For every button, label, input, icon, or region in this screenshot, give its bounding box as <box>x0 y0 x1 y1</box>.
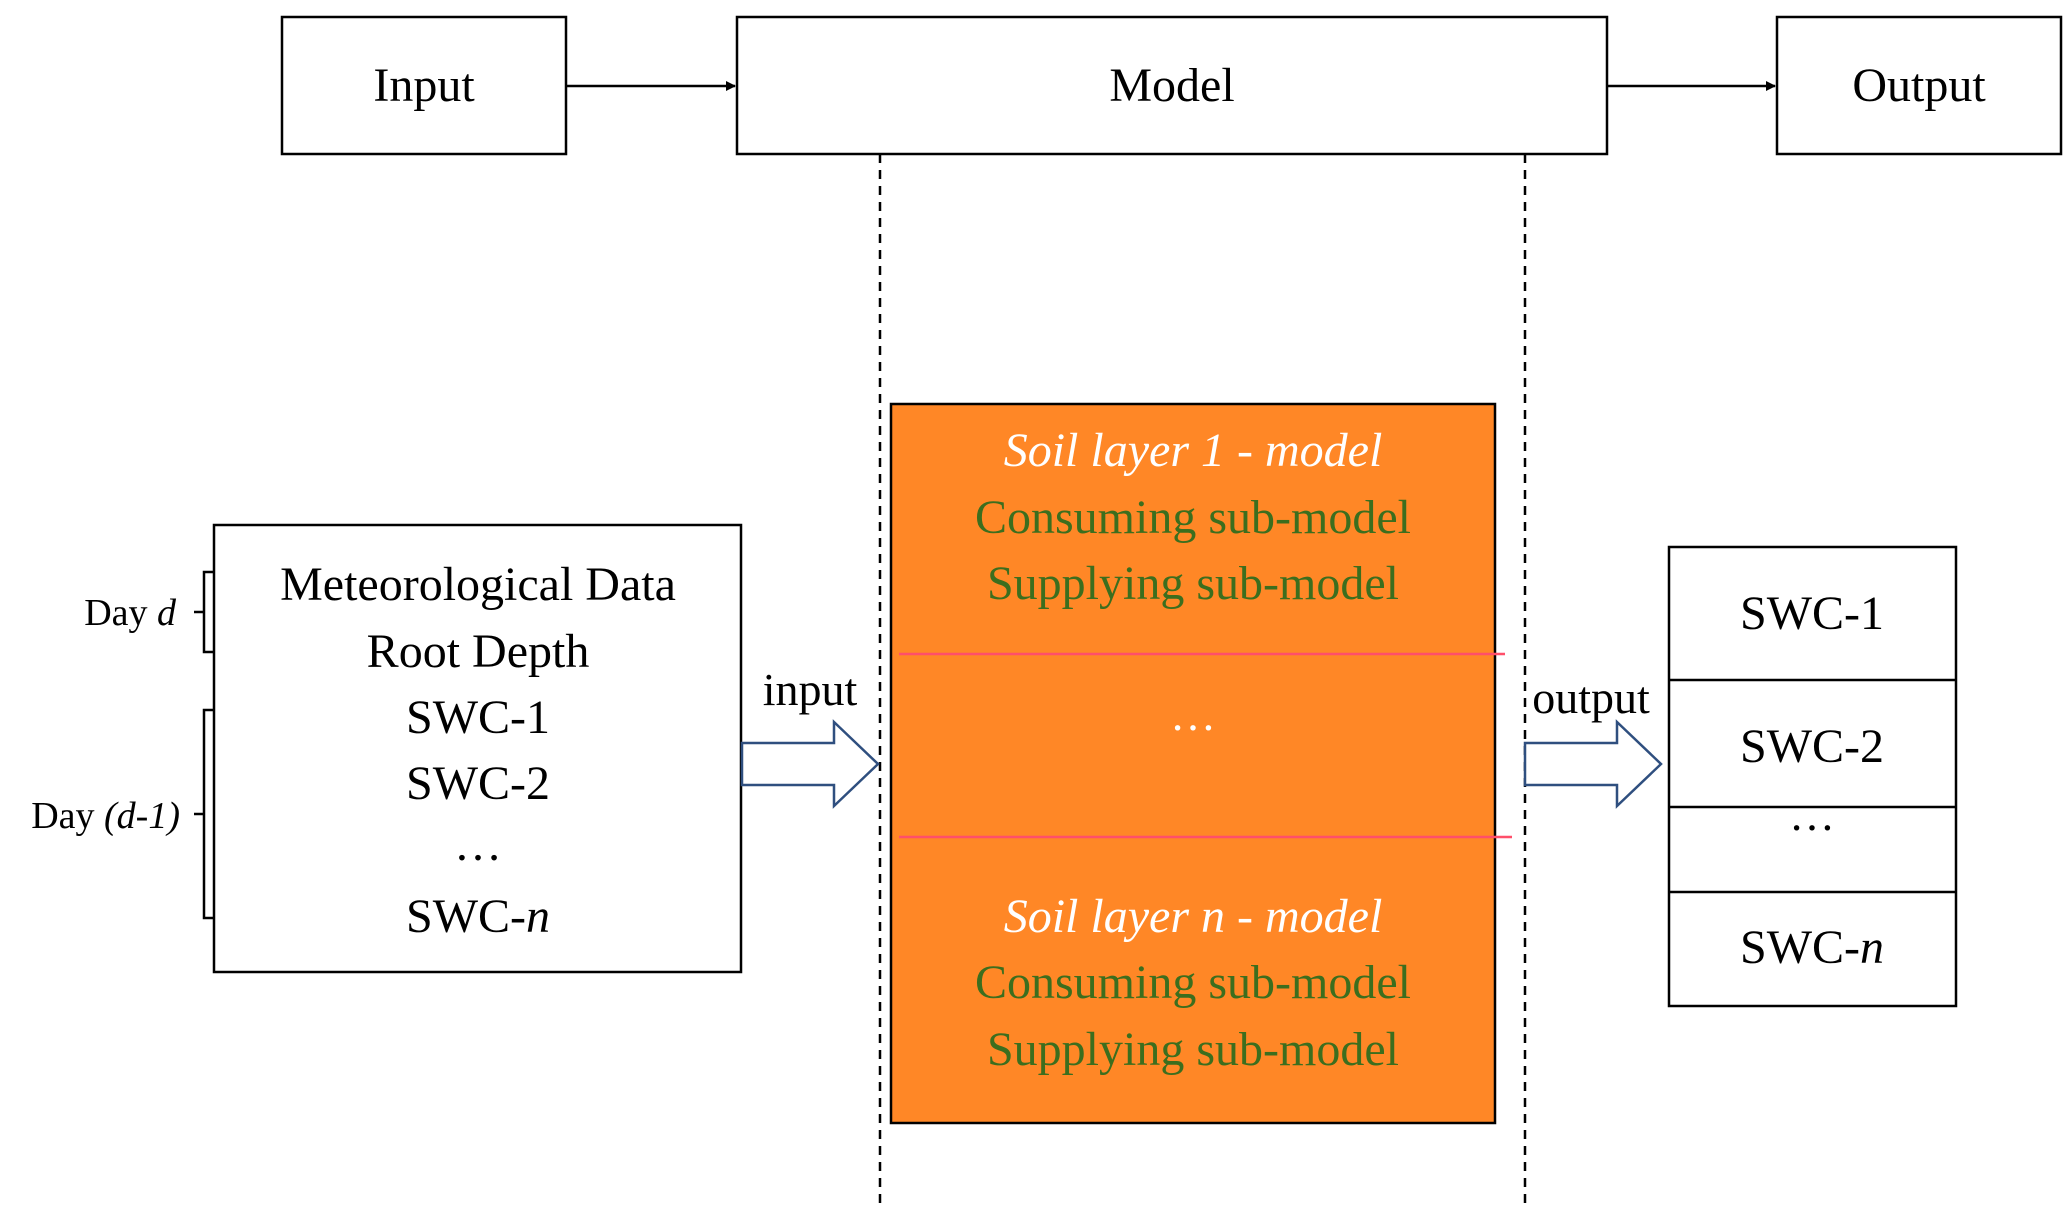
output-hollow-arrow <box>1523 719 1663 809</box>
output-arrow-label: output <box>1532 672 1650 723</box>
input-swc-1: SWC-1 <box>406 691 550 744</box>
input-header-label: Input <box>373 59 475 112</box>
output-ellipsis: … <box>1789 789 1835 840</box>
input-root-depth: Root Depth <box>367 625 590 678</box>
day-d1-bracket <box>194 708 214 920</box>
input-meteorological-data: Meteorological Data <box>280 558 676 611</box>
input-hollow-arrow <box>740 719 880 809</box>
layern-consuming: Consuming sub-model <box>975 956 1411 1009</box>
layern-supplying: Supplying sub-model <box>987 1023 1399 1076</box>
input-header-box <box>280 15 568 156</box>
day-d1-label: Day (d-1) <box>31 795 180 837</box>
output-swc-n: SWC-n <box>1740 921 1884 974</box>
day-d-label: Day d <box>84 592 177 634</box>
model-header-box <box>735 15 1609 156</box>
output-header-label: Output <box>1852 59 1986 112</box>
input-swc-2: SWC-2 <box>406 757 550 810</box>
layer1-title: Soil layer 1 - model <box>1004 424 1383 477</box>
day-d-bracket <box>194 570 214 654</box>
output-header-box <box>1775 15 2063 156</box>
layern-title: Soil layer n - model <box>1004 890 1383 943</box>
input-arrow-label: input <box>763 664 858 715</box>
layer1-supplying: Supplying sub-model <box>987 557 1399 610</box>
input-data-box <box>212 523 743 974</box>
input-ellipsis: … <box>454 818 502 871</box>
model-header-label: Model <box>1109 59 1234 112</box>
model-middle-ellipsis: … <box>1170 689 1216 740</box>
output-stack-box <box>1667 545 1958 1008</box>
output-swc-2: SWC-2 <box>1740 720 1884 773</box>
layer1-consuming: Consuming sub-model <box>975 491 1411 544</box>
input-swc-n: SWC-n <box>406 890 550 943</box>
soil-model-box <box>889 402 1497 1125</box>
output-swc-1: SWC-1 <box>1740 587 1884 640</box>
